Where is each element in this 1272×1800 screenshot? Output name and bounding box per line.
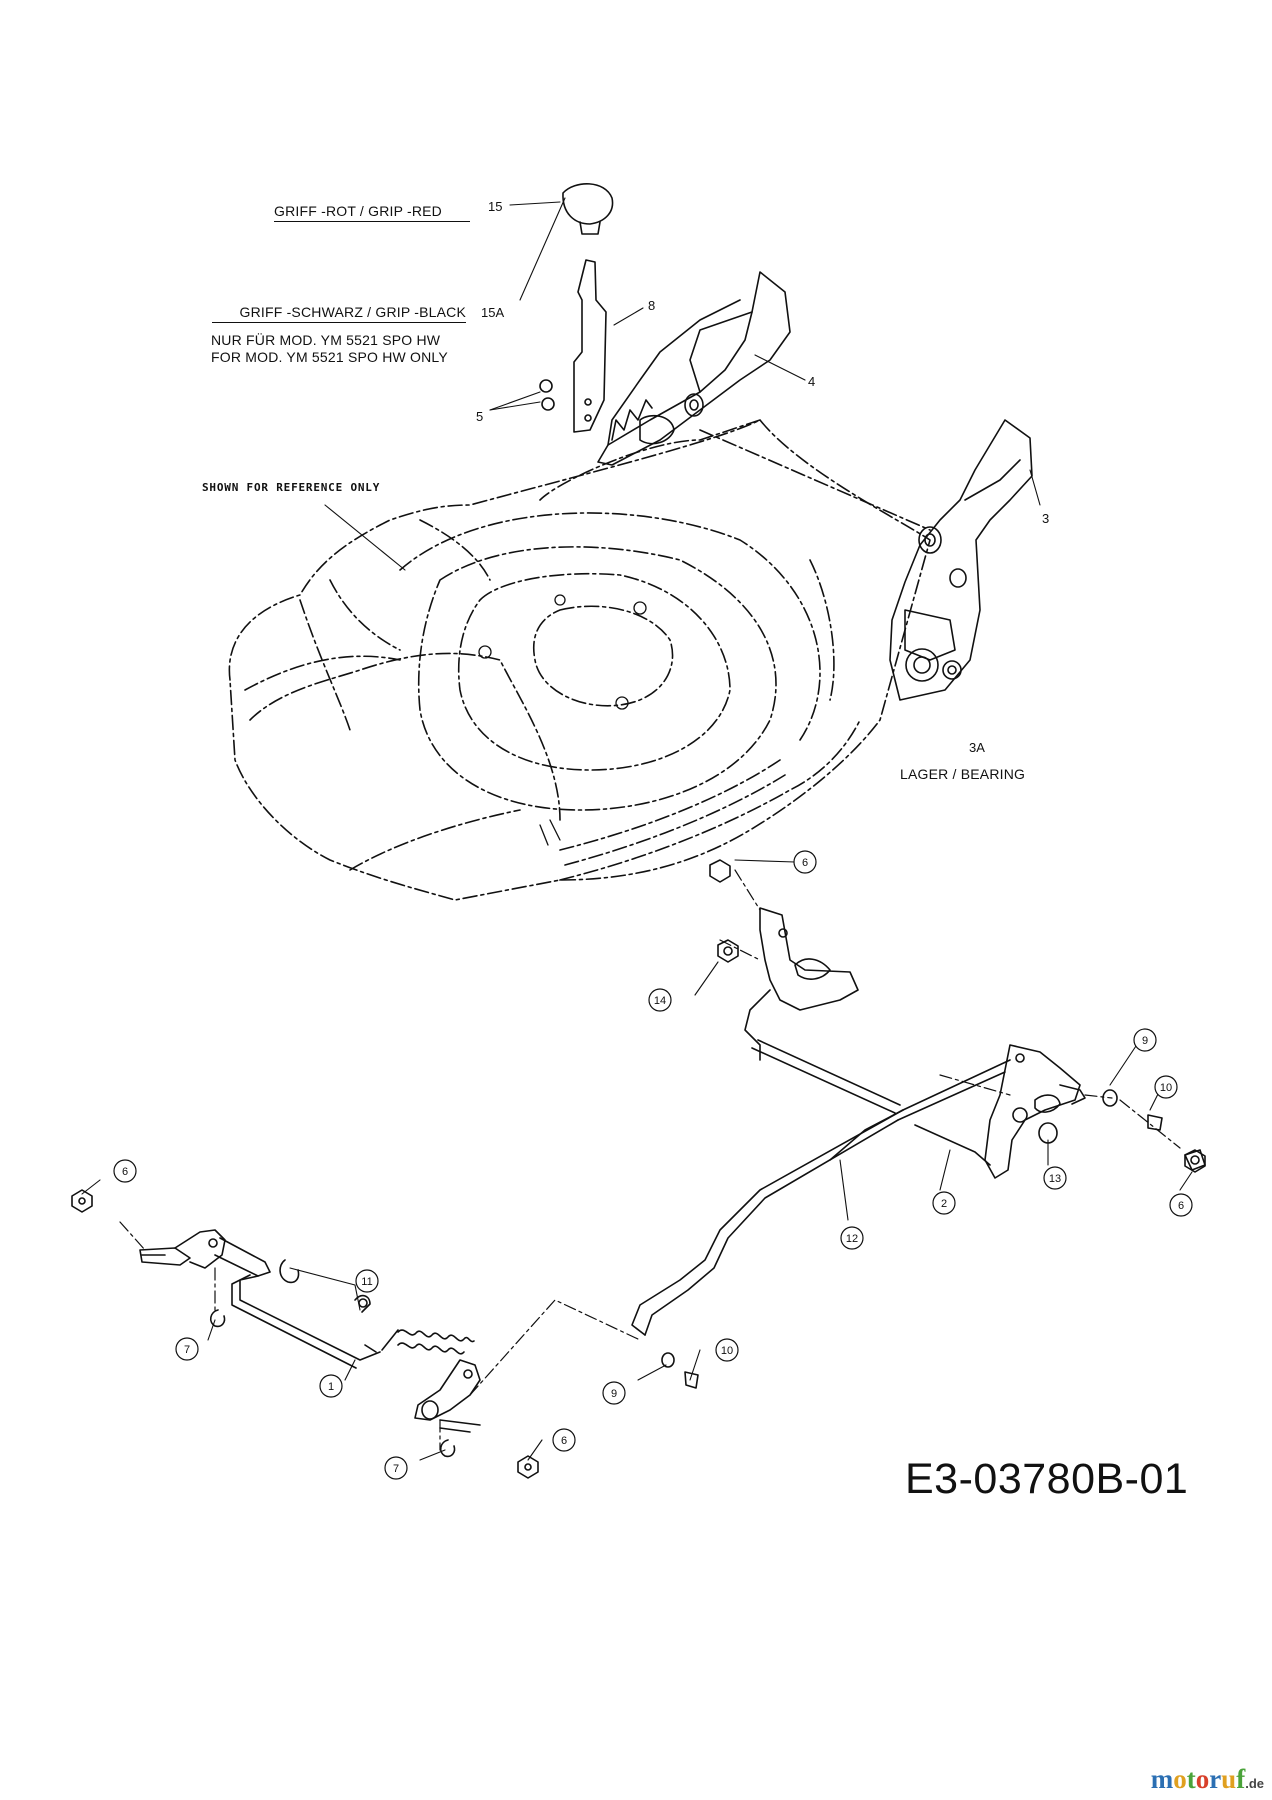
watermark-letter: o <box>1195 1764 1210 1794</box>
left-lower-bracket <box>414 1359 481 1433</box>
part-label-3: 3 <box>1042 511 1049 526</box>
part-label-4: 4 <box>808 374 815 389</box>
balloon-14: 14 <box>654 995 666 1007</box>
balloon-6-right: 6 <box>1178 1200 1184 1212</box>
retaining-clips <box>209 1259 456 1458</box>
note-grip-red: GRIFF -ROT / GRIP -RED <box>274 203 470 222</box>
grip-knob <box>562 183 614 235</box>
balloon-7-upper: 7 <box>184 1344 190 1356</box>
watermark-letter: f <box>1236 1764 1246 1794</box>
part-label-3a: 3A <box>969 740 985 755</box>
balloon-13: 13 <box>1049 1173 1061 1185</box>
balloon-12: 12 <box>846 1233 858 1245</box>
rear-bracket-3 <box>889 419 1033 701</box>
part-label-5: 5 <box>476 409 483 424</box>
part-number-labels: 15 15A 8 4 5 3 3A <box>476 199 1049 755</box>
balloon-6-left: 6 <box>122 1166 128 1178</box>
balloon-10-right: 10 <box>1160 1082 1172 1094</box>
assembly-centerlines <box>119 869 1181 1451</box>
balloon-6-top: 6 <box>802 857 808 869</box>
adjustment-lever <box>573 259 607 433</box>
balloon-10-bottom: 10 <box>721 1345 733 1357</box>
watermark-letter: t <box>1186 1764 1196 1794</box>
note-model-de: NUR FÜR MOD. YM 5521 SPO HW <box>211 332 441 348</box>
bearing-3a <box>905 648 962 682</box>
watermark-suffix: .de <box>1245 1776 1264 1791</box>
control-rod-12 <box>631 1059 1011 1336</box>
balloon-9-right: 9 <box>1142 1035 1148 1047</box>
note-grip-black: GRIFF -SCHWARZ / GRIP -BLACK <box>212 304 466 323</box>
watermark-letter: u <box>1221 1764 1237 1794</box>
balloon-2: 2 <box>941 1198 947 1210</box>
rod-end-hardware <box>661 1352 699 1389</box>
note-bearing: LAGER / BEARING <box>900 766 1026 782</box>
callout-balloons <box>113 850 1193 1480</box>
watermark-letter: o <box>1173 1764 1187 1794</box>
note-reference-only: SHOWN FOR REFERENCE ONLY <box>202 481 381 494</box>
right-lever-bracket <box>984 1044 1086 1179</box>
cable-2 <box>914 1124 991 1166</box>
mower-deck-outline <box>228 419 931 901</box>
balloon-numbers: 6 14 9 10 13 6 2 12 6 11 7 1 10 9 6 7 <box>122 857 1184 1475</box>
left-shaft-assembly <box>139 1229 399 1369</box>
watermark-letter: m <box>1150 1764 1174 1794</box>
balloon-11: 11 <box>361 1276 372 1288</box>
deck-details <box>478 594 647 846</box>
balloon-9-bottom: 9 <box>611 1388 617 1400</box>
balloon-7-lower: 7 <box>393 1463 399 1475</box>
tension-spring <box>354 1294 475 1355</box>
side-plate <box>744 907 859 1061</box>
note-model-en: FOR MOD. YM 5521 SPO HW ONLY <box>211 349 448 365</box>
lever-nuts <box>539 379 555 411</box>
part-label-15a: 15A <box>481 305 504 320</box>
height-adjust-bracket-4 <box>597 271 791 466</box>
balloon-1: 1 <box>328 1381 334 1393</box>
part-label-8: 8 <box>648 298 655 313</box>
watermark-letter: r <box>1209 1764 1222 1794</box>
part-label-15: 15 <box>488 199 502 214</box>
drawing-code: E3-03780B-01 <box>905 1455 1189 1503</box>
watermark-logo: motoruf.de <box>1151 1764 1264 1795</box>
axle-rod <box>751 1039 901 1114</box>
loose-nuts <box>71 859 1206 1479</box>
balloon-6-bottom: 6 <box>561 1435 567 1447</box>
